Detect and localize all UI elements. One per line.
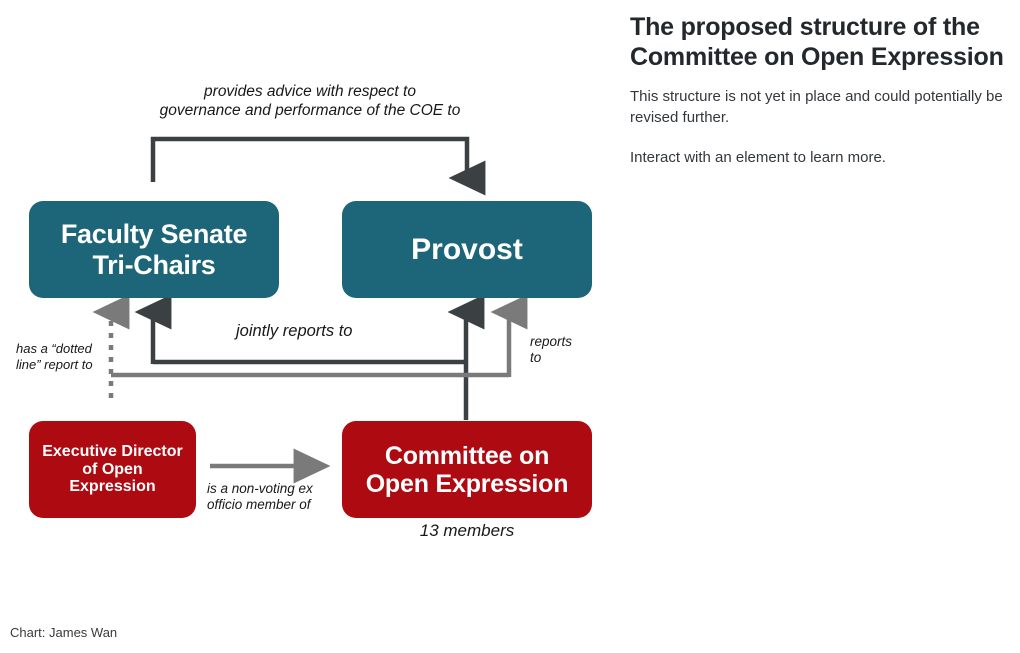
page-title: The proposed structure of the Committee … xyxy=(630,13,1004,71)
node-committee-label: Committee on Open Expression xyxy=(365,441,569,498)
info-paragraph-interaction-hint: Interact with an element to learn more. xyxy=(630,148,886,166)
node-committee-on-open-expression[interactable]: Committee on Open Expression xyxy=(342,421,592,518)
connector-advice-to-provost[interactable] xyxy=(150,136,486,196)
info-paragraph-revision-notice: This structure is not yet in place and c… xyxy=(630,88,1003,127)
diagram-connectors xyxy=(92,136,528,484)
node-faculty-senate-tri-chairs[interactable]: Faculty Senate Tri-Chairs xyxy=(29,201,279,298)
committee-members-count: 13 members xyxy=(419,521,515,540)
connector-reports-to-provost[interactable] xyxy=(111,294,528,378)
edge-label-jointly-reports-to: jointly reports to xyxy=(236,322,353,340)
edge-label-dotted-line-report: has a “dotted line” report to xyxy=(16,341,93,372)
chart-credit: Chart: James Wan xyxy=(10,625,118,640)
node-executive-director-of-open-expression[interactable]: Executive Director of Open Expression xyxy=(29,421,196,518)
node-executive-director-label: Executive Director of Open Expression xyxy=(42,442,183,496)
edge-label-reports-to: reports to xyxy=(530,334,573,366)
edge-label-ex-officio-member: is a non-voting ex officio member of xyxy=(207,481,313,513)
connector-jointly-reports-to[interactable] xyxy=(134,294,485,420)
edge-label-provides-advice: provides advice with respect to governan… xyxy=(159,83,461,119)
node-provost-label: Provost xyxy=(411,232,523,266)
node-faculty-senate-label: Faculty Senate Tri-Chairs xyxy=(60,219,248,280)
diagram-panel: Faculty Senate Tri-Chairs Provost Execut… xyxy=(10,83,592,640)
node-provost[interactable]: Provost xyxy=(342,201,592,298)
info-panel: The proposed structure of the Committee … xyxy=(630,0,1010,186)
